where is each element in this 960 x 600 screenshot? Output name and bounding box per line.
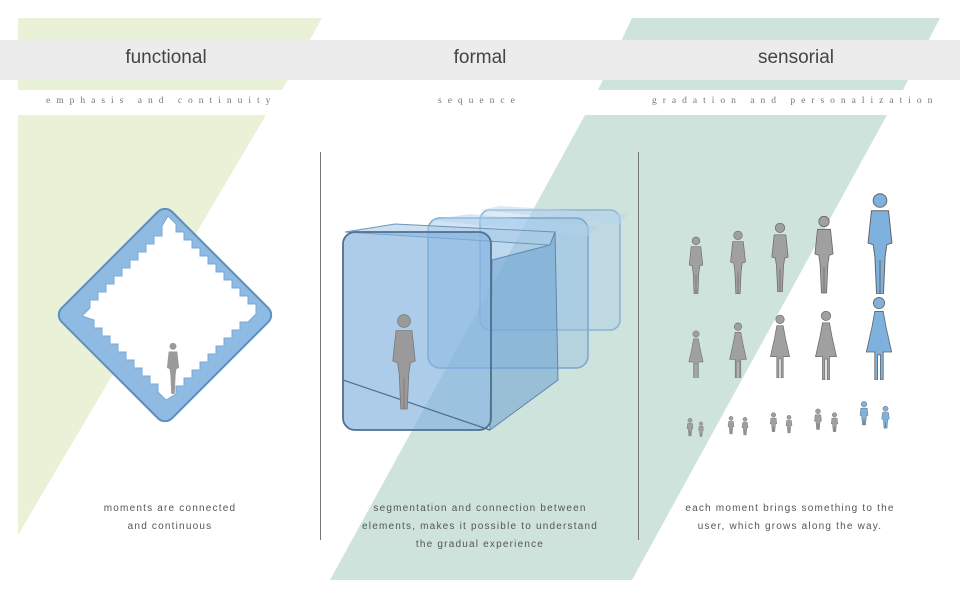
caption-sensorial-line-1: each moment brings something to the bbox=[685, 503, 895, 514]
man-figure-4-icon bbox=[814, 215, 834, 294]
caption-functional-line-2: and continuous bbox=[127, 521, 213, 532]
column-title-sensorial: sensorial bbox=[757, 47, 835, 68]
column-subtitle-formal: sequence bbox=[438, 96, 521, 106]
man-figure-2-icon bbox=[729, 230, 747, 294]
child-pair-4b-icon bbox=[830, 411, 839, 433]
caption-formal-line-3: the gradual experience bbox=[415, 539, 545, 550]
caption-formal: segmentation and connection between elem… bbox=[350, 500, 610, 554]
child-pair-1b-icon bbox=[698, 421, 704, 437]
caption-formal-line-2: elements, makes it possible to understan… bbox=[362, 521, 598, 532]
column-subtitle-functional: emphasis and continuity bbox=[46, 96, 277, 106]
child-pair-5b-icon bbox=[880, 405, 891, 430]
woman-figure-3-icon bbox=[769, 314, 791, 378]
child-pair-5a-icon bbox=[859, 400, 869, 426]
column-title-formal: formal bbox=[453, 47, 507, 68]
figures-grid-diagram bbox=[686, 192, 893, 437]
child-pair-4a-icon bbox=[813, 408, 823, 431]
man-figure-5-icon bbox=[867, 192, 893, 294]
teal-band-middle bbox=[330, 115, 887, 580]
woman-figure-2-icon bbox=[729, 322, 747, 378]
man-figure-1-icon bbox=[688, 236, 704, 294]
stepped-loop-inner bbox=[81, 215, 257, 401]
caption-functional-line-1: moments are connected bbox=[103, 503, 237, 514]
glass-cube-front bbox=[342, 223, 559, 431]
caption-sensorial-line-2: user, which grows along the way. bbox=[697, 521, 883, 532]
column-divider-right bbox=[638, 152, 639, 540]
child-pair-3b-icon bbox=[785, 414, 793, 434]
child-pair-3a-icon bbox=[769, 411, 778, 433]
child-pair-1a-icon bbox=[686, 417, 694, 437]
caption-functional: moments are connected and continuous bbox=[70, 500, 270, 536]
column-subtitle-sensorial: gradation and personalization bbox=[652, 96, 939, 106]
title-bar bbox=[0, 40, 960, 80]
child-pair-2a-icon bbox=[727, 415, 735, 435]
cube-sequence-diagram bbox=[342, 206, 628, 431]
column-divider-left bbox=[320, 152, 321, 540]
woman-figure-4-icon bbox=[814, 310, 838, 380]
caption-formal-line-1: segmentation and connection between bbox=[373, 503, 587, 514]
caption-sensorial: each moment brings something to the user… bbox=[660, 500, 920, 536]
stepped-loop-diagram bbox=[57, 207, 273, 423]
child-pair-2b-icon bbox=[741, 416, 749, 436]
man-figure-3-icon bbox=[771, 222, 789, 292]
woman-figure-1-icon bbox=[688, 330, 704, 378]
column-title-functional: functional bbox=[125, 47, 207, 68]
woman-figure-5-icon bbox=[865, 296, 893, 380]
